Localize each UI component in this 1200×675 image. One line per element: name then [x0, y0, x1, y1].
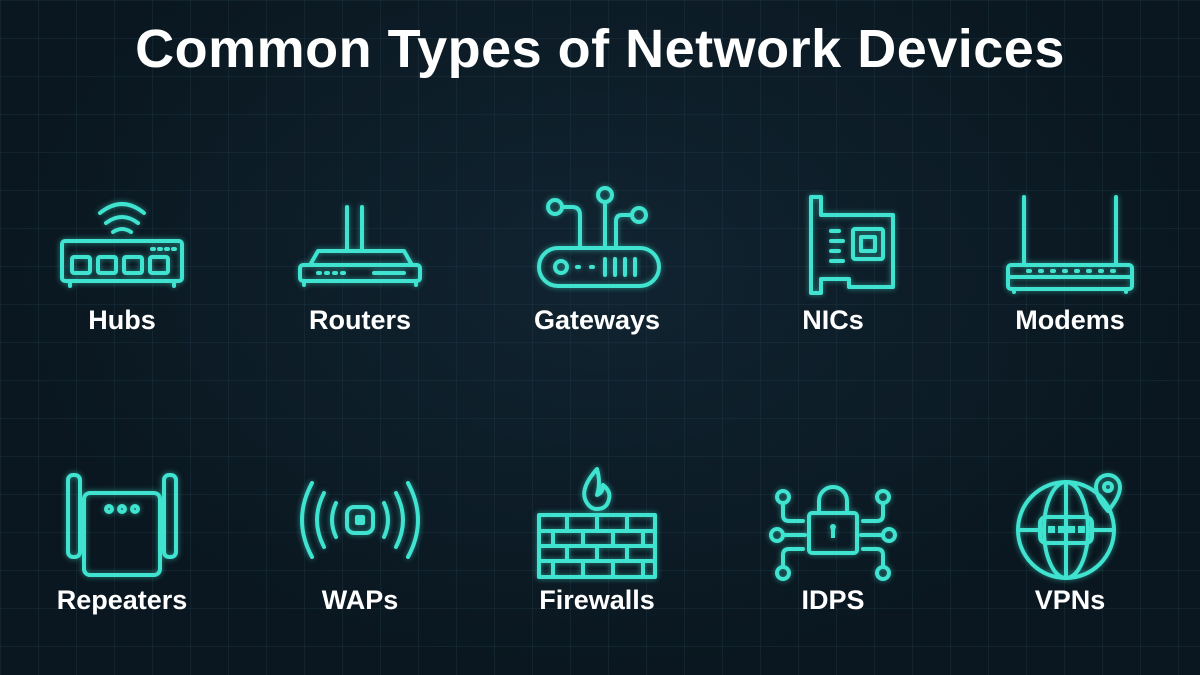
- globe-vpn-icon: [1016, 473, 1122, 580]
- repeater-icon: [66, 473, 178, 577]
- device-firewalls: Firewalls: [487, 465, 707, 616]
- device-label: IDPS: [801, 585, 865, 615]
- device-nics: NICs: [723, 185, 943, 336]
- device-routers: Routers: [250, 185, 470, 336]
- device-label: Repeaters: [56, 585, 188, 615]
- device-label: VPNs: [1034, 585, 1106, 615]
- device-label: Gateways: [533, 305, 661, 335]
- network-card-icon: [809, 195, 895, 295]
- hub-icon: [60, 202, 184, 288]
- device-label: Firewalls: [539, 585, 655, 615]
- wireless-access-point-icon: [300, 481, 420, 559]
- device-repeaters: Repeaters: [12, 465, 232, 616]
- device-modems: Modems: [960, 185, 1180, 336]
- device-label: WAPs: [321, 585, 399, 615]
- router-icon: [298, 205, 422, 287]
- device-waps: WAPs: [250, 465, 470, 616]
- device-vpns: VPNs: [960, 465, 1180, 616]
- lock-circuit-icon: [769, 485, 897, 581]
- device-gateways: Gateways: [487, 185, 707, 336]
- device-label: NICs: [802, 305, 864, 335]
- device-label: Modems: [1015, 305, 1125, 335]
- device-label: Hubs: [88, 305, 156, 335]
- modem-icon: [1006, 195, 1134, 294]
- device-hubs: Hubs: [12, 185, 232, 336]
- firewall-icon: [537, 467, 657, 579]
- page-title: Common Types of Network Devices: [135, 19, 1065, 79]
- gateway-icon: [537, 186, 661, 288]
- device-idps: IDPS: [723, 465, 943, 616]
- device-label: Routers: [308, 305, 411, 335]
